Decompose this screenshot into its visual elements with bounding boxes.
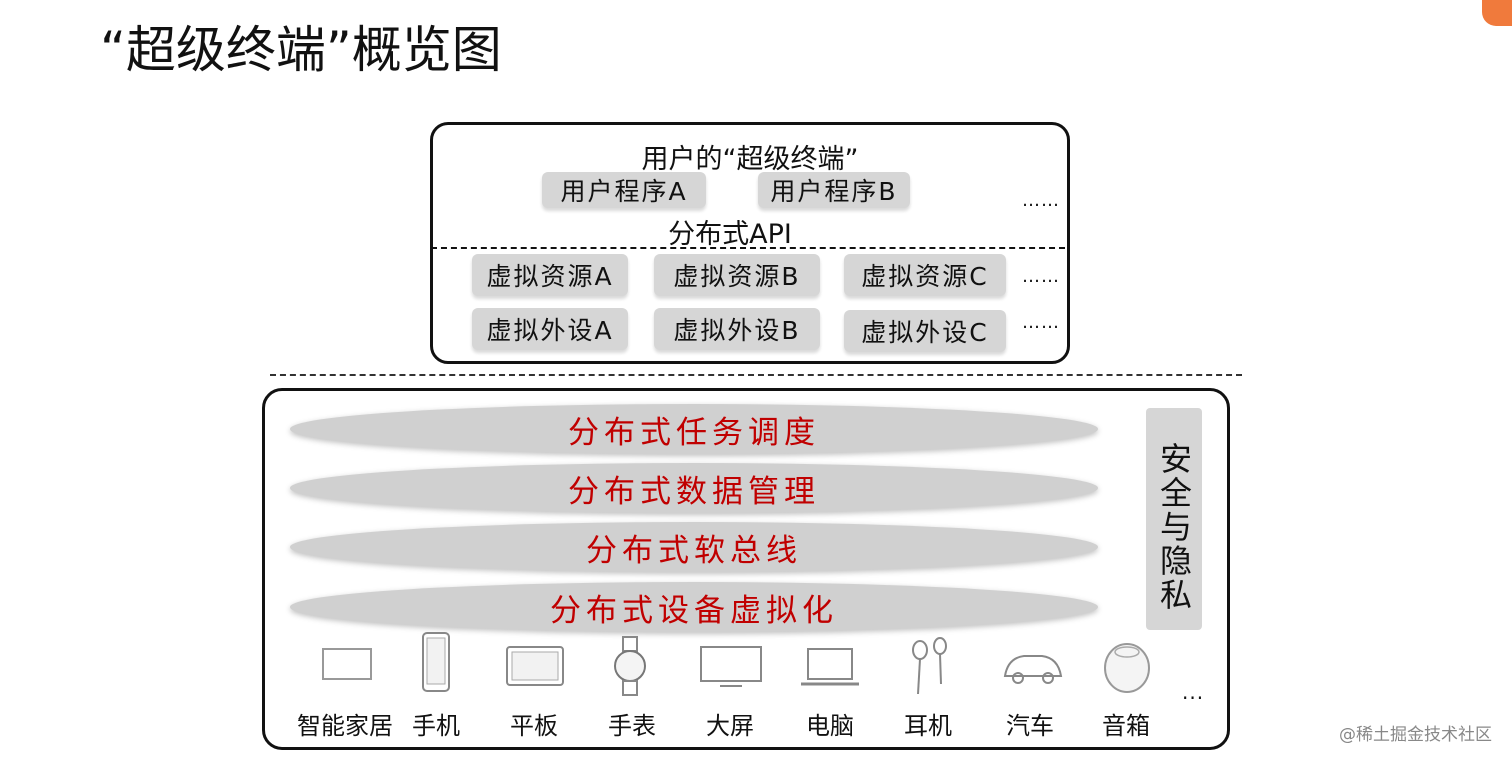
layer-device-virtualization: 分布式设备虚拟化 [290,582,1098,632]
virtual-peripheral-b-chip: 虚拟外设B [654,308,820,350]
virtual-peripheral-c-chip: 虚拟外设C [844,310,1006,352]
resources-ellipsis: …… [1022,266,1060,287]
device-label-earphones: 耳机 [904,712,952,740]
earphones-icon [912,637,947,695]
device-label-car: 汽车 [1006,712,1054,740]
phone-icon [422,632,450,692]
apps-ellipsis: …… [1022,190,1060,211]
big-screen-icon [700,646,762,687]
device-label-computer: 电脑 [806,712,854,740]
computer-icon [801,648,859,686]
device-label-tablet: 平板 [510,712,558,740]
device-label-big-screen: 大屏 [706,712,754,740]
watch-icon [614,636,646,696]
layer-separator [270,374,1242,376]
tablet-icon [506,646,564,686]
virtual-resource-c-chip: 虚拟资源C [844,254,1006,296]
layer-soft-bus: 分布式软总线 [290,522,1098,572]
corner-badge [1482,0,1512,26]
layer-data-management: 分布式数据管理 [290,463,1098,513]
super-terminal-title: 用户的“超级终端” [641,144,859,175]
virtual-peripheral-a-chip: 虚拟外设A [472,308,628,350]
car-icon [1003,655,1063,684]
app-a-chip: 用户程序A [542,172,706,208]
device-label-smart-home: 智能家居 [297,712,393,740]
security-privacy-block: 安全与隐私 [1146,408,1202,630]
device-label-speaker: 音箱 [1102,712,1150,740]
speaker-icon [1104,643,1150,693]
smart-home-icon [322,648,372,680]
app-b-chip: 用户程序B [758,172,910,208]
api-divider [431,247,1065,249]
device-label-phone: 手机 [412,712,460,740]
device-label-watch: 手表 [608,712,656,740]
watermark: @稀土掘金技术社区 [1339,725,1492,745]
virtual-resource-a-chip: 虚拟资源A [472,254,628,296]
virtual-resource-b-chip: 虚拟资源B [654,254,820,296]
peripherals-ellipsis: …… [1022,312,1060,333]
page-title: “超级终端”概览图 [100,21,502,79]
devices-ellipsis: ... [1182,680,1205,704]
distributed-api-label: 分布式API [668,219,792,250]
layer-task-scheduling: 分布式任务调度 [290,404,1098,454]
